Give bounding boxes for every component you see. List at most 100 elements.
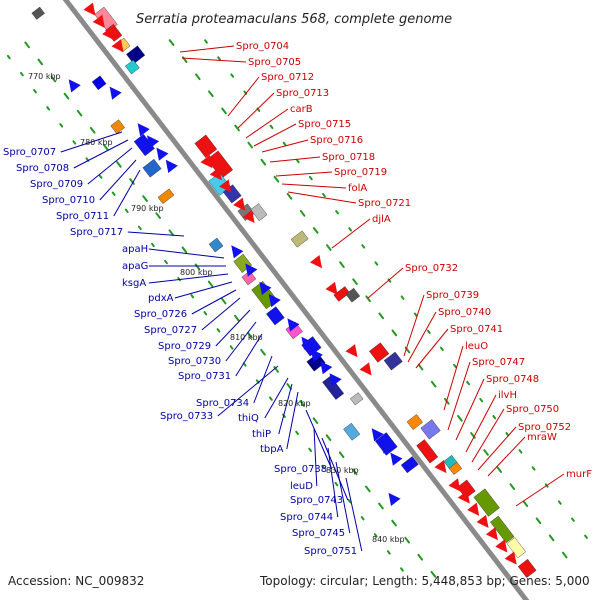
forward-leader-line (179, 45, 235, 53)
forward-gene-label[interactable]: Spro_0740 (438, 307, 491, 318)
reverse-gene-label[interactable]: Spro_0745 (292, 528, 345, 539)
forward-gene-block (490, 515, 515, 544)
forward-gene-label[interactable]: Spro_0750 (506, 404, 559, 415)
gc-dash (194, 263, 201, 271)
forward-gene-label[interactable]: mraW (527, 432, 557, 443)
forward-gene-label[interactable]: carB (290, 104, 313, 115)
forward-gene-label[interactable]: Spro_0715 (298, 119, 351, 130)
forward-gene-label[interactable]: Spro_0713 (276, 88, 329, 99)
reverse-gene-label[interactable]: Spro_0717 (70, 227, 123, 238)
reverse-gene-label[interactable]: ksgA (122, 278, 146, 289)
forward-gene-label[interactable]: Spro_0704 (236, 41, 289, 52)
gc-dash (365, 485, 371, 493)
reverse-gene-label[interactable]: Spro_0744 (280, 512, 333, 523)
forward-gene-block (506, 537, 527, 559)
forward-gene-label[interactable]: Spro_0748 (486, 374, 539, 385)
reverse-gene-label[interactable]: apaG (122, 261, 148, 272)
reverse-leader-line (225, 321, 257, 362)
reverse-gene-label[interactable]: Spro_0729 (158, 341, 211, 352)
gc-dash (98, 174, 103, 179)
forward-leader-line (443, 345, 464, 411)
forward-gene-label[interactable]: Spro_0732 (405, 263, 458, 274)
gc-dash (247, 141, 254, 149)
reverse-gene-label[interactable]: Spro_0738 (274, 464, 327, 475)
forward-gene-arrow (345, 344, 358, 358)
forward-gene-arrow (495, 539, 508, 553)
reverse-gene-label[interactable]: Spro_0709 (30, 179, 83, 190)
reverse-gene-label[interactable]: Spro_0707 (3, 147, 56, 158)
genome-summary-text: Topology: circular; Length: 5,448,853 bp… (259, 574, 590, 588)
reverse-leader-line (99, 159, 137, 201)
forward-gene-arrow (504, 551, 517, 565)
reverse-leader-line (201, 297, 241, 331)
reverse-gene-label[interactable]: Spro_0734 (196, 398, 249, 409)
reverse-gene-label[interactable]: tbpA (260, 444, 284, 455)
reverse-gene-label[interactable]: thiQ (238, 413, 259, 424)
forward-gene-label[interactable]: ilvH (498, 390, 517, 401)
forward-gene-label[interactable]: Spro_0712 (261, 72, 314, 83)
forward-leader-line (261, 139, 309, 153)
reverse-gene-label[interactable]: Spro_0711 (56, 211, 109, 222)
reverse-gene-label[interactable]: Spro_0733 (160, 411, 213, 422)
reverse-gene-label[interactable]: Spro_0708 (16, 163, 69, 174)
reverse-gene-label[interactable]: Spro_0743 (290, 495, 343, 506)
reverse-gene-label[interactable]: Spro_0727 (144, 325, 197, 336)
gc-dash (164, 259, 168, 265)
forward-gene-label[interactable]: djlA (372, 214, 391, 225)
forward-leader-line (447, 361, 471, 431)
forward-gene-label[interactable]: folA (348, 183, 367, 194)
gc-dash (273, 175, 280, 183)
forward-gene-label[interactable]: Spro_0716 (310, 135, 363, 146)
reverse-gene-label[interactable]: Spro_0726 (134, 309, 187, 320)
forward-gene-label[interactable]: Spro_0719 (334, 167, 387, 178)
gc-dash (339, 261, 345, 268)
gc-dash (360, 516, 365, 521)
reverse-gene-label[interactable]: Spro_0710 (42, 195, 95, 206)
reverse-gene-labels: Spro_0707Spro_0708Spro_0709Spro_0710Spro… (3, 147, 357, 557)
forward-gene-label[interactable]: Spro_0741 (450, 324, 503, 335)
reverse-leader-line (335, 461, 351, 534)
forward-gene-label[interactable]: Spro_0739 (426, 290, 479, 301)
reverse-gene-label[interactable]: thiP (252, 429, 271, 440)
gc-dash (505, 432, 510, 437)
gc-dash (400, 567, 404, 572)
gc-dash (466, 380, 470, 386)
gc-dash (347, 498, 352, 504)
gc-dash (426, 329, 431, 334)
reverse-gene-arrow (109, 86, 122, 100)
reverse-gene-arrow (268, 293, 281, 308)
gc-dash (207, 280, 214, 288)
reverse-leader-line (191, 289, 237, 315)
gc-dash (102, 143, 109, 151)
forward-gene-arrow (209, 167, 222, 181)
forward-gene-label[interactable]: Spro_0705 (248, 57, 301, 68)
reverse-leader-line (215, 309, 251, 347)
reverse-leader-line (148, 248, 225, 259)
forward-gene-arrow (485, 527, 498, 541)
gc-dash (273, 366, 279, 373)
reverse-gene-label[interactable]: Spro_0731 (178, 371, 231, 382)
reverse-gene-label[interactable]: Spro_0730 (168, 356, 221, 367)
reverse-gene-label[interactable]: Spro_0751 (304, 546, 357, 557)
reverse-gene-arrow (231, 245, 244, 259)
forward-gene-label[interactable]: Spro_0752 (518, 422, 571, 433)
gc-dash (439, 346, 444, 352)
gc-dash (413, 312, 418, 317)
forward-gene-label[interactable]: murF (566, 469, 592, 480)
reverse-leader-line (278, 383, 293, 435)
gc-dash (348, 227, 353, 232)
forward-leader-line (477, 426, 517, 471)
forward-gene-block (250, 203, 268, 222)
forward-gene-label[interactable]: Spro_0718 (322, 152, 375, 163)
reverse-gene-label[interactable]: pdxA (148, 293, 174, 304)
kbp-tick-label: 780 kbp (80, 138, 113, 147)
reverse-leader-line (305, 409, 333, 470)
gc-dash (457, 414, 463, 422)
forward-gene-block (206, 150, 233, 179)
reverse-gene-label[interactable]: apaH (122, 244, 148, 255)
reverse-gene-label[interactable]: leuD (290, 481, 313, 492)
forward-gene-label[interactable]: Spro_0747 (472, 357, 525, 368)
forward-gene-label[interactable]: Spro_0721 (358, 198, 411, 209)
reverse-gene-block (343, 422, 361, 441)
forward-gene-label[interactable]: leuO (465, 341, 488, 352)
